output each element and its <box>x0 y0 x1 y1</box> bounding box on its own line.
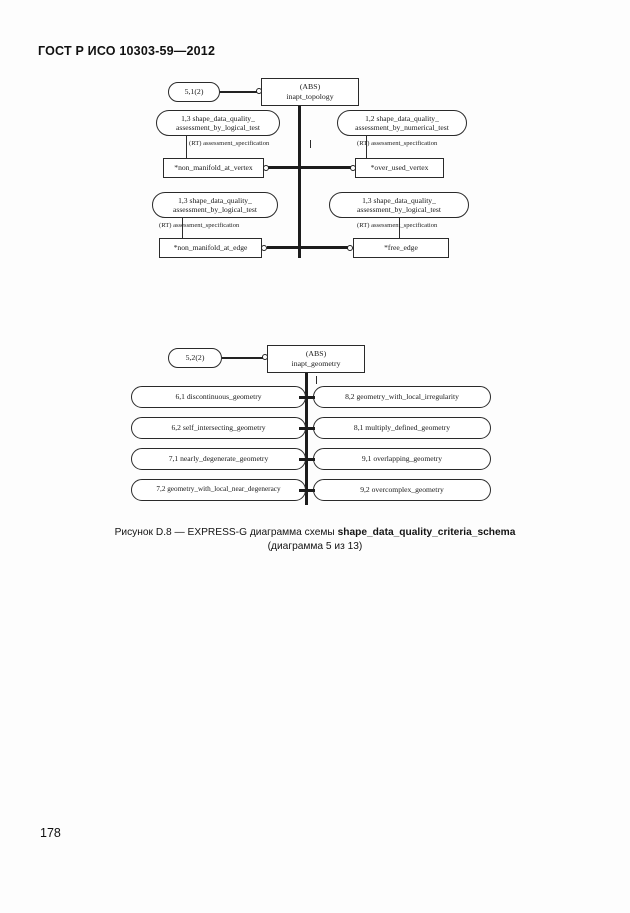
supertype-trunk-vertical <box>298 106 301 258</box>
entity-box-label: *over_used_vertex <box>370 163 429 173</box>
subtype-box-overcomplex-geometry[interactable]: 9,2 overcomplex_geometry <box>313 479 491 501</box>
diagram-inapt-geometry: 5,2(2) (ABS) inapt_geometry 6,1 disconti… <box>131 345 491 505</box>
subtype-label: 9,1 overlapping_geometry <box>361 454 443 464</box>
role-label-topology-4: (RT) assessment_specification <box>357 222 438 229</box>
type-box-label: 1,3 shape_data_quality_ assessment_by_lo… <box>176 113 260 132</box>
type-box-topology-4[interactable]: 1,3 shape_data_quality_ assessment_by_lo… <box>329 192 469 218</box>
entity-box-label: *non_manifold_at_vertex <box>174 163 253 173</box>
type-box-label: 1,3 shape_data_quality_ assessment_by_lo… <box>357 195 441 214</box>
subtype-box-nearly-degenerate-geometry[interactable]: 7,1 nearly_degenerate_geometry <box>131 448 306 470</box>
diagram-inapt-topology: 5,1(2) (ABS) inapt_topology 1,3 shape_da… <box>0 0 630 280</box>
supertype-name: inapt_topology <box>286 92 334 101</box>
subtype-stub-left-2 <box>299 427 315 430</box>
role-label-topology-2: (RT) assessment_specification <box>357 140 438 147</box>
subtype-stub-left-4 <box>299 489 315 492</box>
attribute-line-topology-3 <box>182 218 183 238</box>
page-reference-oval-topology[interactable]: 5,1(2) <box>168 82 220 102</box>
figure-caption-schema-name: shape_data_quality_criteria_schema <box>337 527 516 538</box>
supertype-abs-marker: (ABS) <box>305 349 327 358</box>
attribute-line-topology-4 <box>399 218 400 238</box>
attribute-line-topology-1 <box>186 136 187 158</box>
subtype-label: 8,1 multiply_defined_geometry <box>353 423 451 433</box>
subtype-box-multiply-defined-geometry[interactable]: 8,1 multiply_defined_geometry <box>313 417 491 439</box>
page-reference-label: 5,2(2) <box>185 353 205 363</box>
connector-endpoint-circle <box>263 165 269 171</box>
entity-box-label: *free_edge <box>384 243 418 253</box>
entity-box-free-edge[interactable]: *free_edge <box>353 238 449 258</box>
subtype-label: 7,2 geometry_with_local_near_degeneracy <box>156 485 281 494</box>
connector-ref-to-supertype <box>222 357 264 359</box>
subtype-label: 8,2 geometry_with_local_irregularity <box>345 392 459 402</box>
page-reference-label: 5,1(2) <box>184 87 204 97</box>
type-box-label: 1,3 shape_data_quality_ assessment_by_lo… <box>173 195 257 214</box>
subtype-connector-row-1 <box>268 166 353 169</box>
subtype-box-geometry-with-local-near-degeneracy[interactable]: 7,2 geometry_with_local_near_degeneracy <box>131 479 306 501</box>
supertype-abs-marker: (ABS) <box>299 82 321 91</box>
subtype-label: 6,2 self_intersecting_geometry <box>171 423 266 433</box>
supertype-trunk-tick <box>316 376 317 384</box>
connector-endpoint-circle <box>261 245 267 251</box>
subtype-box-self-intersecting-geometry[interactable]: 6,2 self_intersecting_geometry <box>131 417 306 439</box>
role-label-topology-3: (RT) assessment_specification <box>159 222 240 229</box>
page-number: 178 <box>40 826 61 840</box>
subtype-stub-left-1 <box>299 396 315 399</box>
subtype-box-discontinuous-geometry[interactable]: 6,1 discontinuous_geometry <box>131 386 306 408</box>
supertype-box-inapt-geometry[interactable]: (ABS) inapt_geometry <box>267 345 365 373</box>
figure-caption-line2: (диаграмма 5 из 13) <box>267 541 363 552</box>
type-box-topology-2[interactable]: 1,2 shape_data_quality_ assessment_by_nu… <box>337 110 467 136</box>
type-box-topology-1[interactable]: 1,3 shape_data_quality_ assessment_by_lo… <box>156 110 280 136</box>
entity-box-non-manifold-at-vertex[interactable]: *non_manifold_at_vertex <box>163 158 264 178</box>
figure-caption-prefix: Рисунок D.8 — EXPRESS-G диаграмма схемы <box>114 527 338 538</box>
supertype-trunk-vertical <box>305 373 308 505</box>
attribute-line-topology-2 <box>366 136 367 158</box>
page-reference-oval-geometry[interactable]: 5,2(2) <box>168 348 222 368</box>
subtype-connector-row-2 <box>267 246 350 249</box>
connector-endpoint-circle <box>347 245 353 251</box>
subtype-box-overlapping-geometry[interactable]: 9,1 overlapping_geometry <box>313 448 491 470</box>
entity-box-over-used-vertex[interactable]: *over_used_vertex <box>355 158 444 178</box>
type-box-label: 1,2 shape_data_quality_ assessment_by_nu… <box>355 113 449 132</box>
supertype-trunk-tick <box>310 140 311 148</box>
subtype-label: 9,2 overcomplex_geometry <box>360 485 444 495</box>
role-label-topology-1: (RT) assessment_specification <box>189 140 270 147</box>
supertype-name: inapt_geometry <box>291 359 341 368</box>
connector-ref-to-supertype <box>220 91 258 93</box>
entity-box-label: *non_manifold_at_edge <box>173 243 248 253</box>
connector-endpoint-circle <box>350 165 356 171</box>
subtype-stub-left-3 <box>299 458 315 461</box>
type-box-topology-3[interactable]: 1,3 shape_data_quality_ assessment_by_lo… <box>152 192 278 218</box>
supertype-box-inapt-topology[interactable]: (ABS) inapt_topology <box>261 78 359 106</box>
subtype-label: 6,1 discontinuous_geometry <box>175 392 262 402</box>
figure-caption: Рисунок D.8 — EXPRESS-G диаграмма схемы … <box>0 526 630 554</box>
document-header-standard-number: ГОСТ Р ИСО 10303-59—2012 <box>38 44 216 58</box>
subtype-box-geometry-with-local-irregularity[interactable]: 8,2 geometry_with_local_irregularity <box>313 386 491 408</box>
subtype-label: 7,1 nearly_degenerate_geometry <box>168 454 269 464</box>
